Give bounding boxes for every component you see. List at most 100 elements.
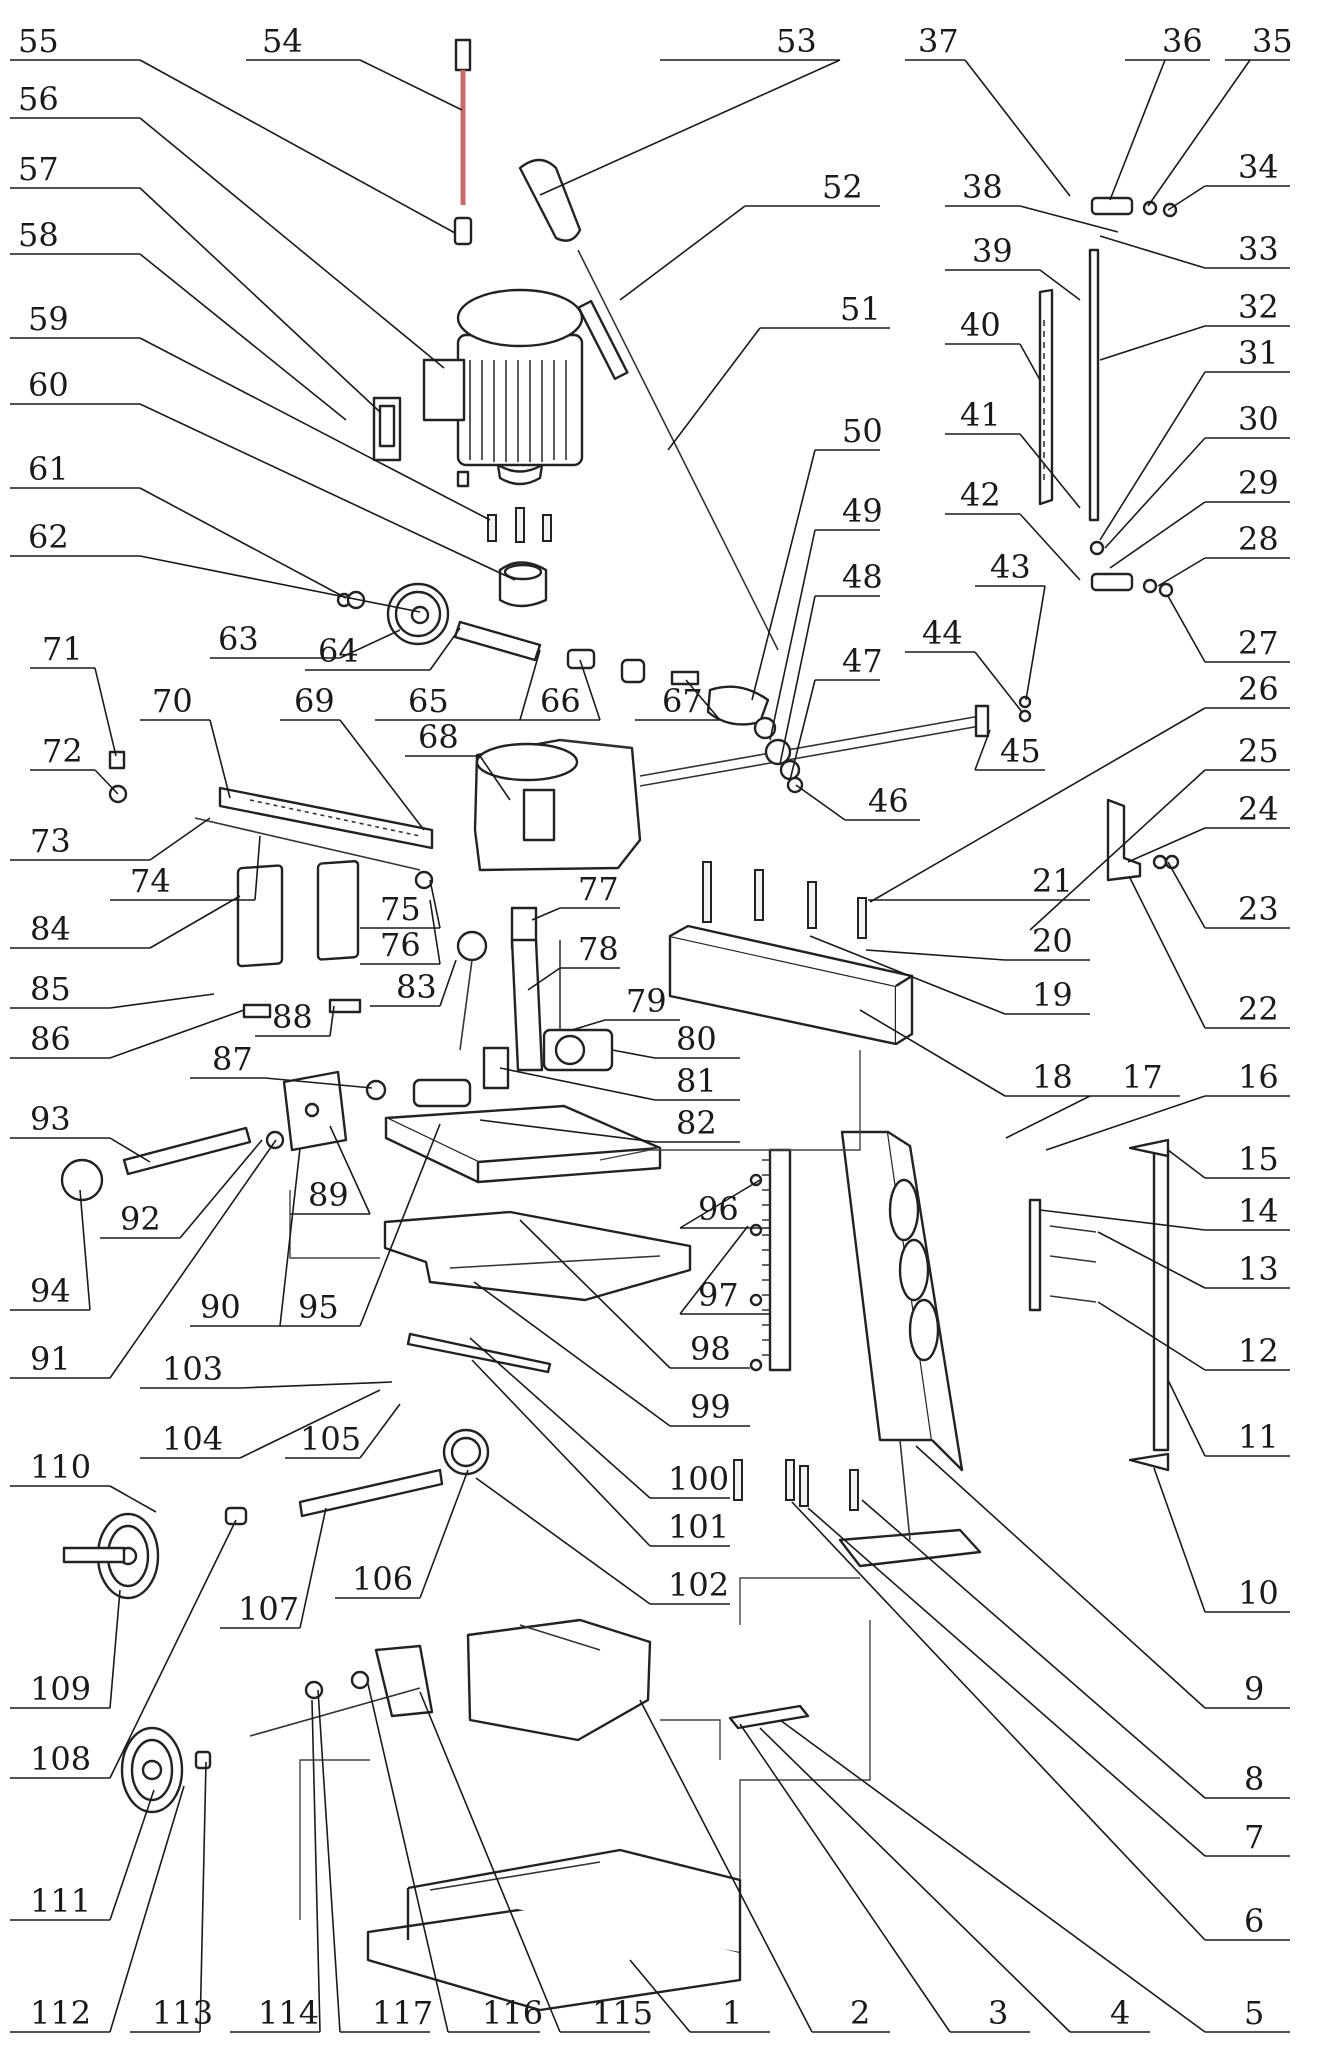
leader-line-89 [329, 1125, 371, 1215]
leader-line-51 [667, 327, 761, 451]
leader-line-13 [1097, 1231, 1206, 1289]
leader-line-41 [1019, 433, 1081, 509]
part-label-34: 34 [1238, 148, 1279, 186]
leader-line-64 [429, 627, 461, 671]
leader-line-10 [1153, 1467, 1206, 1613]
part-label-18: 18 [1032, 1058, 1073, 1096]
leader-line-11 [1167, 1379, 1206, 1457]
part-label-6: 6 [1244, 1902, 1264, 1940]
part-label-51: 51 [840, 290, 881, 328]
leader-line-77 [531, 907, 561, 921]
leader-line-107 [299, 1507, 327, 1629]
part-label-106: 106 [352, 1560, 413, 1598]
part-label-92: 92 [120, 1200, 161, 1238]
leader-line-104 [239, 1389, 381, 1459]
part-label-73: 73 [30, 822, 71, 860]
washers-46-49 [753, 716, 804, 794]
coupling-60 [498, 561, 548, 608]
leader-line-9 [915, 1445, 1206, 1709]
part-label-102: 102 [668, 1566, 729, 1604]
part-label-94: 94 [30, 1272, 71, 1310]
part-label-50: 50 [842, 412, 883, 450]
part-label-65: 65 [408, 682, 449, 720]
leader-line-102 [475, 1477, 651, 1605]
leader-line-43 [1025, 585, 1046, 701]
leader-line-49 [769, 529, 816, 741]
part-label-25: 25 [1238, 732, 1279, 770]
part-label-22: 22 [1238, 990, 1279, 1028]
leader-line-83 [439, 959, 457, 1007]
leader-line-65 [519, 649, 541, 721]
leader-line-85 [109, 993, 215, 1009]
leader-line-37 [964, 59, 1071, 197]
part-label-64: 64 [318, 632, 359, 670]
part-label-7: 7 [1244, 1818, 1264, 1856]
part-label-46: 46 [868, 782, 909, 820]
leader-line-69 [339, 719, 425, 831]
part-label-67: 67 [662, 682, 703, 720]
part-label-81: 81 [676, 1062, 717, 1100]
leader-line-76 [429, 899, 441, 965]
leader-line-112 [109, 1785, 185, 2033]
leader-line-60 [139, 403, 516, 581]
part-label-105: 105 [300, 1420, 361, 1458]
handle-83 [365, 930, 510, 1108]
part-label-9: 9 [1244, 1670, 1264, 1708]
part-label-57: 57 [18, 150, 59, 188]
covers-84-88 [236, 860, 362, 1019]
part-label-32: 32 [1238, 288, 1279, 326]
part-label-96: 96 [698, 1190, 739, 1228]
part-label-93: 93 [30, 1100, 71, 1138]
leader-line-99 [473, 1281, 671, 1427]
part-label-78: 78 [578, 930, 619, 968]
leader-line-4 [759, 1727, 1071, 2033]
part-label-58: 58 [18, 216, 59, 254]
leader-line-42 [1019, 513, 1081, 581]
rack-70-74 [108, 750, 434, 890]
leader-line-108 [109, 1519, 237, 1779]
leader-line-81 [499, 1067, 656, 1101]
leader-line-113 [199, 1761, 207, 2033]
part-label-1: 1 [722, 1994, 742, 2032]
leader-line-34 [1167, 185, 1206, 211]
part-label-111: 111 [30, 1882, 91, 1920]
leader-line-101 [471, 1359, 651, 1547]
part-label-35: 35 [1252, 22, 1293, 60]
motor [372, 288, 584, 486]
leader-line-45 [974, 729, 991, 771]
part-label-75: 75 [380, 890, 421, 928]
leader-line-71 [94, 667, 117, 757]
part-label-36: 36 [1162, 22, 1203, 60]
leader-line-23 [1167, 861, 1206, 929]
part-label-45: 45 [1000, 732, 1041, 770]
leader-line-72 [94, 769, 119, 795]
shafts-65-67 [453, 620, 770, 726]
leader-line-96 [679, 1179, 761, 1229]
leader-line-47 [789, 679, 816, 781]
leader-line-57 [139, 187, 381, 413]
bracket-115 [249, 1644, 434, 1737]
leader-line-80 [611, 1049, 656, 1059]
leader-line-18 [859, 1009, 1006, 1097]
leader-line-38 [1019, 205, 1119, 233]
leader-line-62 [139, 555, 421, 613]
part-label-91: 91 [30, 1340, 71, 1378]
part-label-33: 33 [1238, 230, 1279, 268]
leader-lines [10, 59, 1290, 2033]
part-label-76: 76 [380, 926, 421, 964]
leader-line-27 [1167, 595, 1206, 663]
part-label-14: 14 [1238, 1192, 1279, 1230]
part-label-98: 98 [690, 1330, 731, 1368]
leader-line-68 [479, 755, 511, 801]
part-label-89: 89 [308, 1176, 349, 1214]
leader-line-100 [469, 1337, 651, 1499]
leader-line-110 [109, 1485, 157, 1513]
leader-line-111 [109, 1789, 155, 1921]
carriage-2 [466, 1618, 810, 1742]
part-label-69: 69 [294, 682, 335, 720]
part-label-70: 70 [152, 682, 193, 720]
leader-line-24 [1127, 827, 1206, 863]
part-label-103: 103 [162, 1350, 223, 1388]
part-label-107: 107 [238, 1590, 299, 1628]
part-label-38: 38 [962, 168, 1003, 206]
